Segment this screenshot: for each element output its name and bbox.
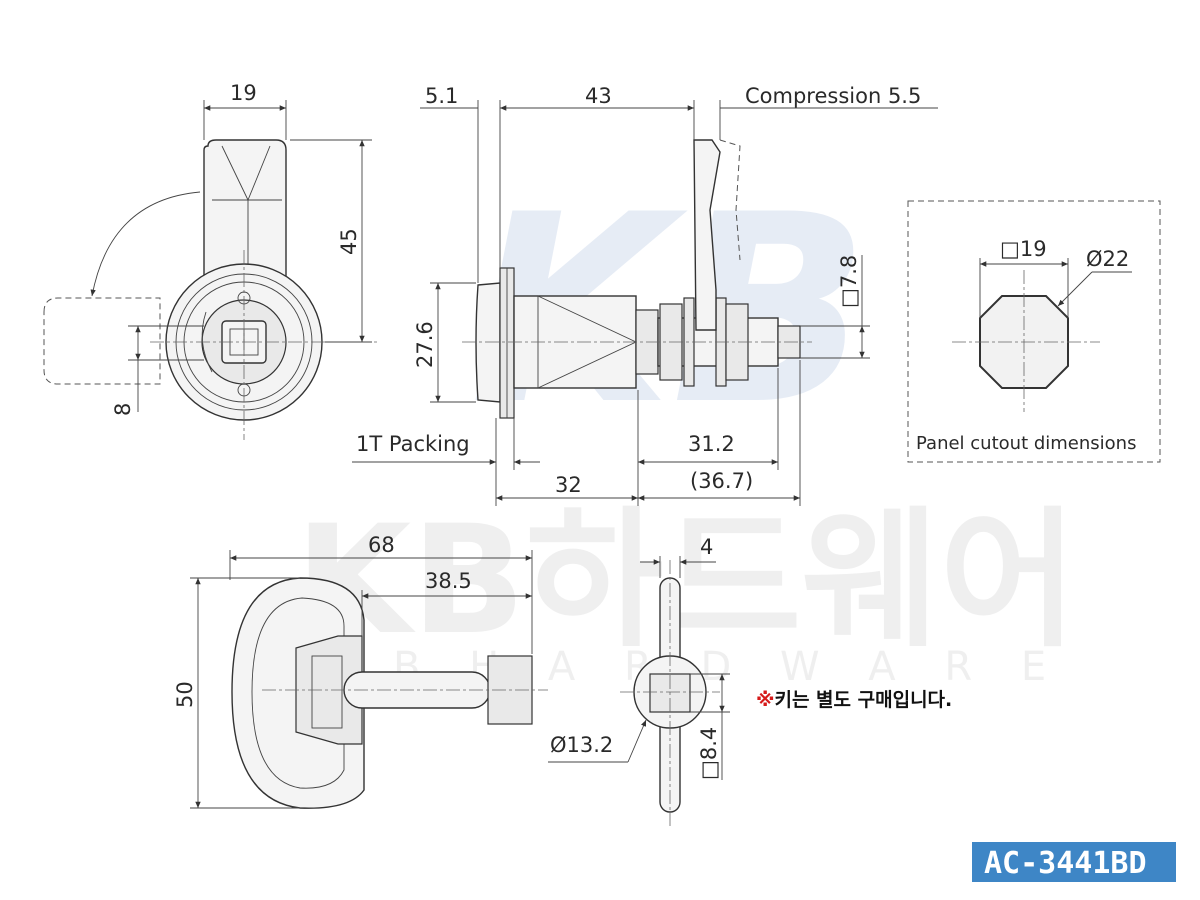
front-view: 19 45 8 bbox=[43, 81, 380, 440]
dim-compression: Compression 5.5 bbox=[745, 84, 921, 108]
watermark-brand: KB하드웨어 bbox=[295, 494, 1078, 668]
cutout-label: Panel cutout dimensions bbox=[916, 433, 1136, 454]
note-text: 키는 별도 구매입니다. bbox=[774, 689, 952, 711]
dim-key-length: 68 bbox=[368, 533, 395, 557]
dim-side-flange: 5.1 bbox=[425, 84, 458, 108]
dim-cutout-diameter: Ø22 bbox=[1086, 247, 1129, 271]
dim-side-length: 43 bbox=[585, 84, 612, 108]
dim-key-square: □8.4 bbox=[697, 727, 721, 780]
dim-thread-total: (36.7) bbox=[690, 469, 753, 493]
model-number: AC-3441BD bbox=[984, 846, 1147, 881]
dim-thread-length: 31.2 bbox=[688, 432, 735, 456]
dim-packing: 1T Packing bbox=[356, 432, 470, 456]
dim-front-width: 19 bbox=[230, 81, 257, 105]
dim-key-height: 50 bbox=[173, 681, 197, 708]
dim-side-diameter: 27.6 bbox=[413, 321, 437, 368]
dim-front-cam: 8 bbox=[111, 403, 135, 416]
dim-key-diameter: Ø13.2 bbox=[550, 733, 613, 757]
svg-text:※키는 별도 구매입니다.: ※키는 별도 구매입니다. bbox=[756, 689, 952, 711]
dim-cutout-square: □19 bbox=[1000, 237, 1047, 261]
purchase-note: ※키는 별도 구매입니다. bbox=[756, 689, 952, 711]
key-view: 68 38.5 50 bbox=[173, 533, 548, 809]
dim-key-shaft: 38.5 bbox=[425, 569, 472, 593]
key-side-view: 4 Ø13.2 □8.4 bbox=[548, 535, 730, 826]
dim-front-height: 45 bbox=[337, 228, 361, 255]
dim-body-length: 32 bbox=[555, 473, 582, 497]
model-badge: AC-3441BD bbox=[972, 842, 1176, 882]
dim-side-square: □7.8 bbox=[837, 255, 861, 308]
note-mark: ※ bbox=[756, 689, 774, 711]
dim-key-thickness: 4 bbox=[700, 535, 713, 559]
panel-cutout: □19 Ø22 Panel cutout dimensions bbox=[907, 200, 1161, 463]
watermark: KB KB하드웨어 K B H A R D W A R E bbox=[295, 160, 1078, 690]
side-view: 5.1 43 Compression 5.5 □7.8 27.6 1T Pack… bbox=[352, 84, 938, 506]
